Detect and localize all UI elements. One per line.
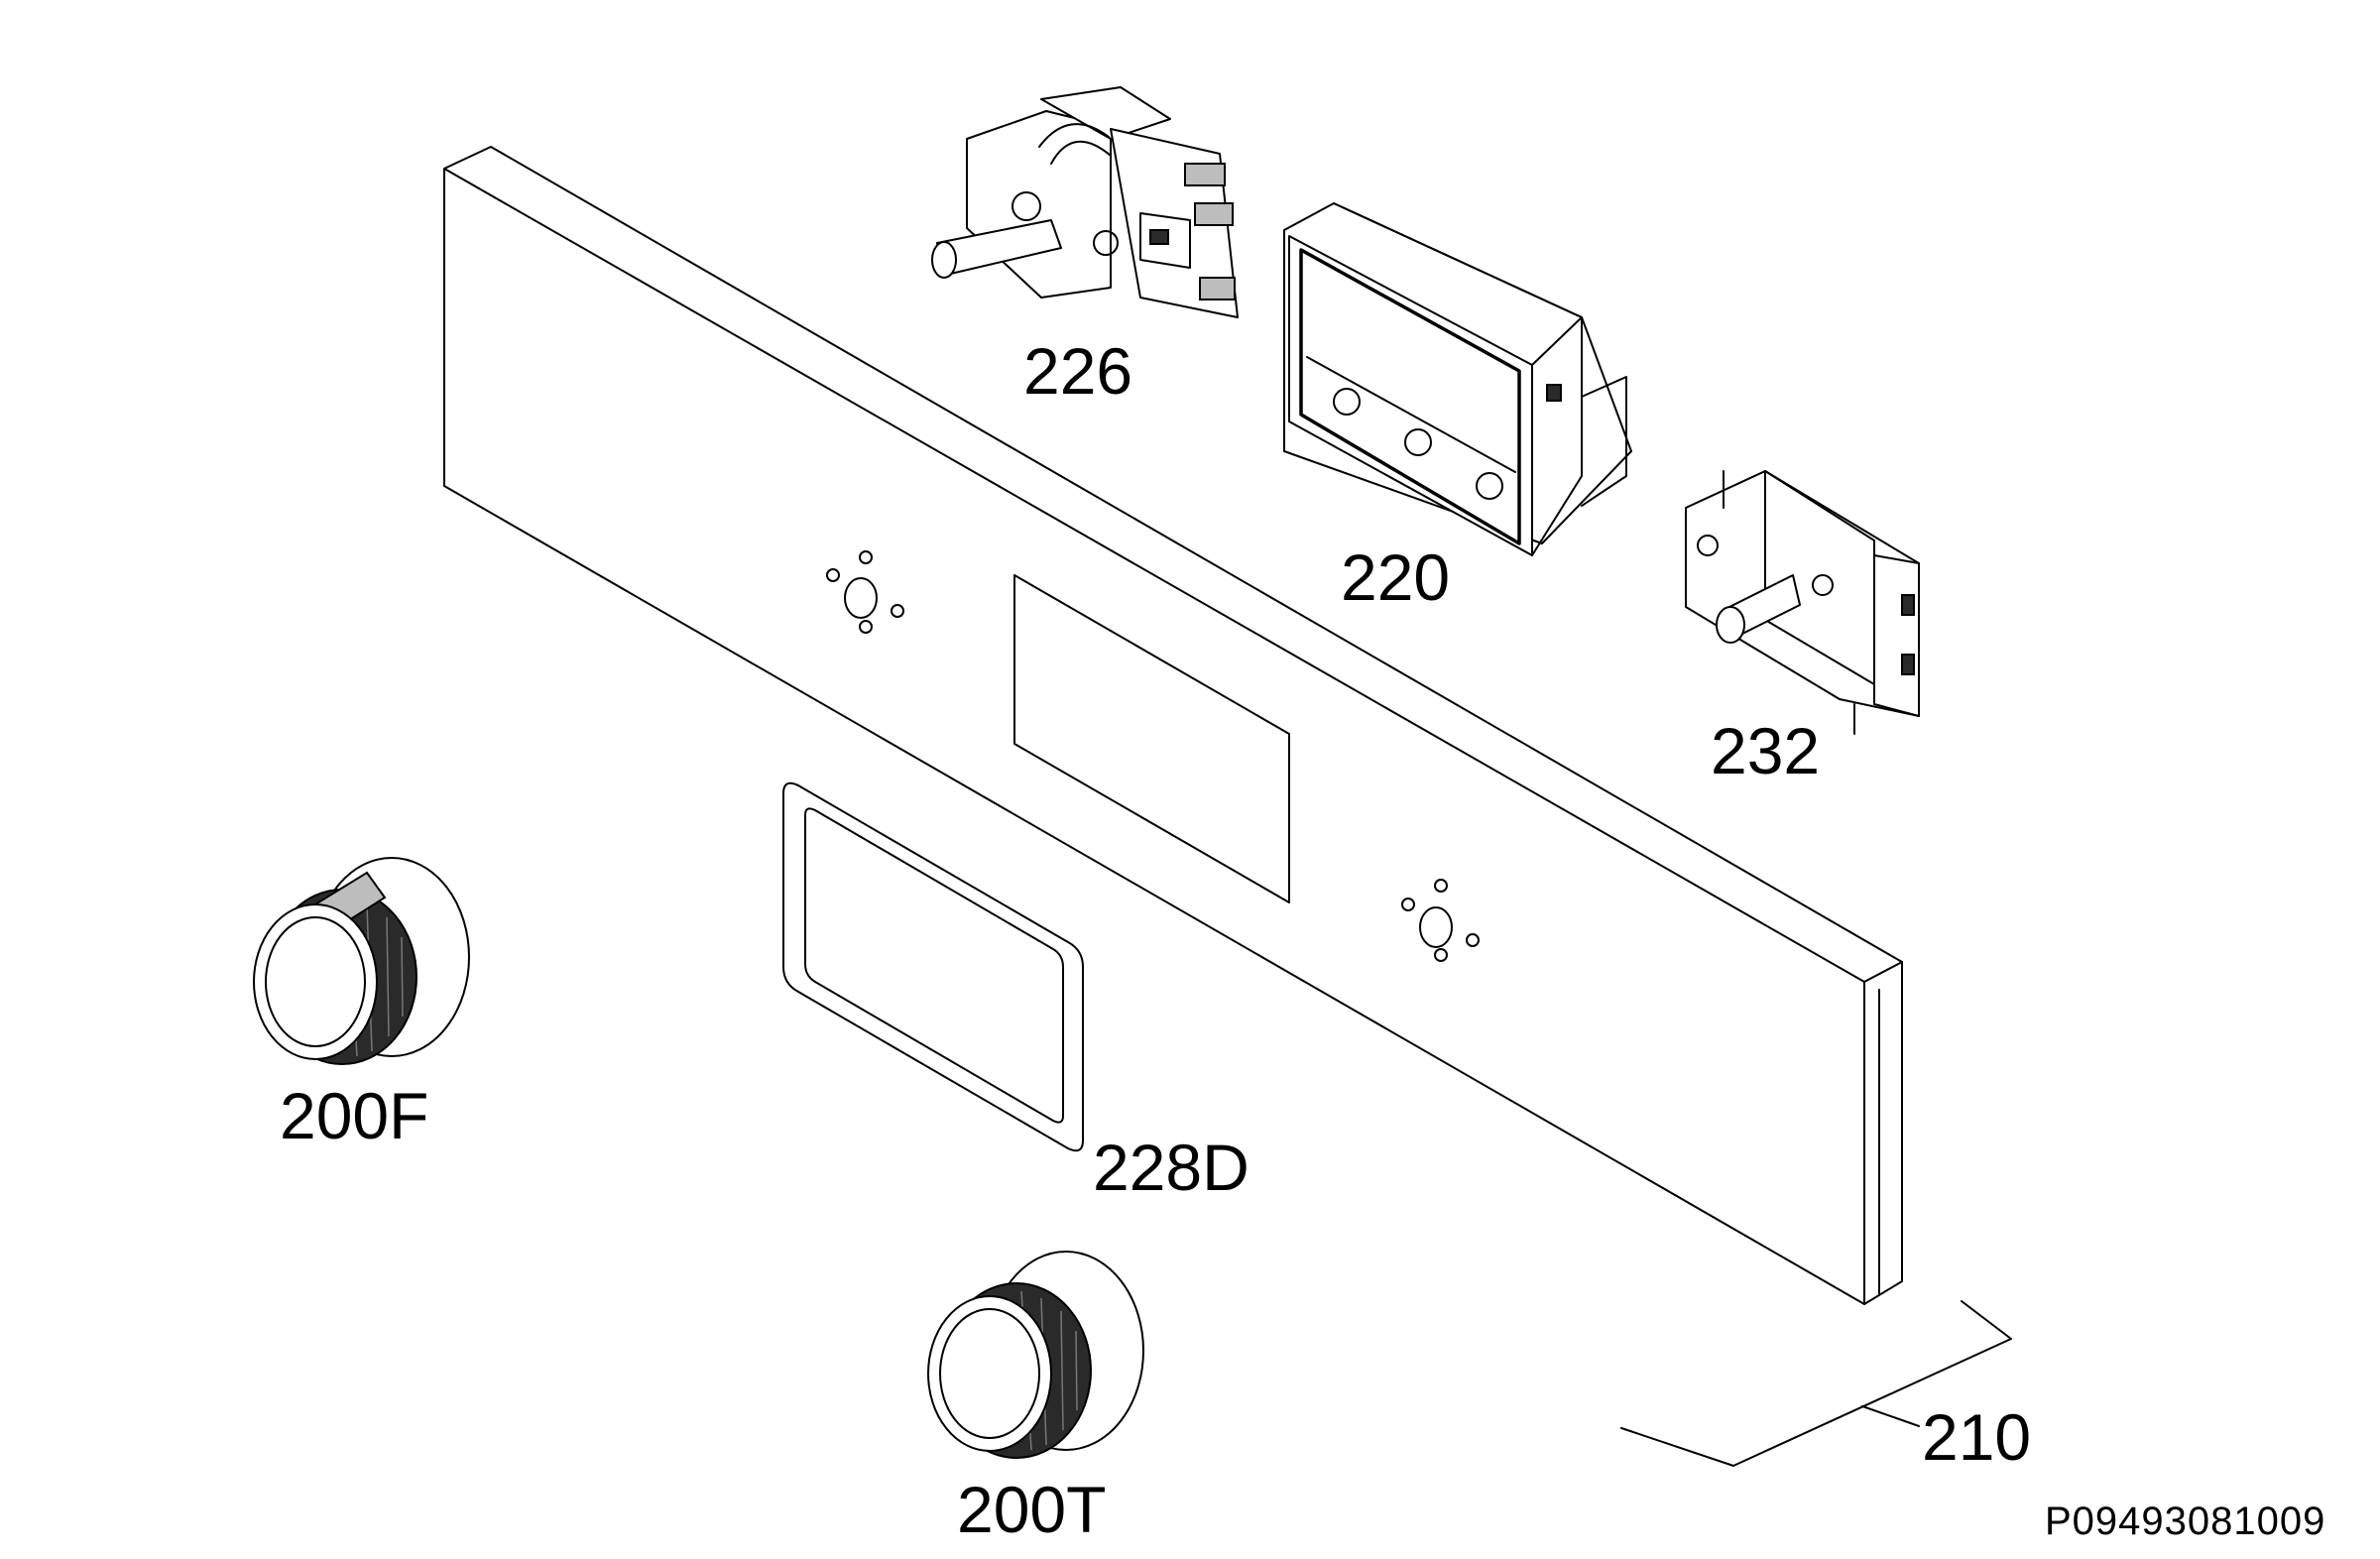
part-label-200F: 200F	[280, 1079, 428, 1152]
part-label-210: 210	[1922, 1400, 2031, 1474]
thermostat-switch-232[interactable]	[1685, 470, 1920, 735]
part-label-226: 226	[1023, 334, 1132, 408]
part-label-232: 232	[1711, 714, 1820, 787]
part-label-200T: 200T	[957, 1473, 1106, 1546]
part-label-228D: 228D	[1093, 1131, 1250, 1204]
knob-hole-right	[1401, 879, 1480, 962]
control-knob-200T[interactable]	[927, 1251, 1144, 1459]
knob-hole-left	[826, 550, 904, 634]
display-window	[1013, 574, 1290, 903]
control-knob-200F[interactable]	[253, 857, 470, 1065]
control-panel-210[interactable]	[443, 146, 2012, 1467]
display-module-220[interactable]	[1283, 202, 1632, 556]
selector-switch-226[interactable]	[931, 86, 1239, 318]
drawing-code: P09493081009	[2045, 1499, 2325, 1543]
display-frame-228D[interactable]	[782, 781, 1084, 1152]
part-label-220: 220	[1341, 540, 1450, 614]
